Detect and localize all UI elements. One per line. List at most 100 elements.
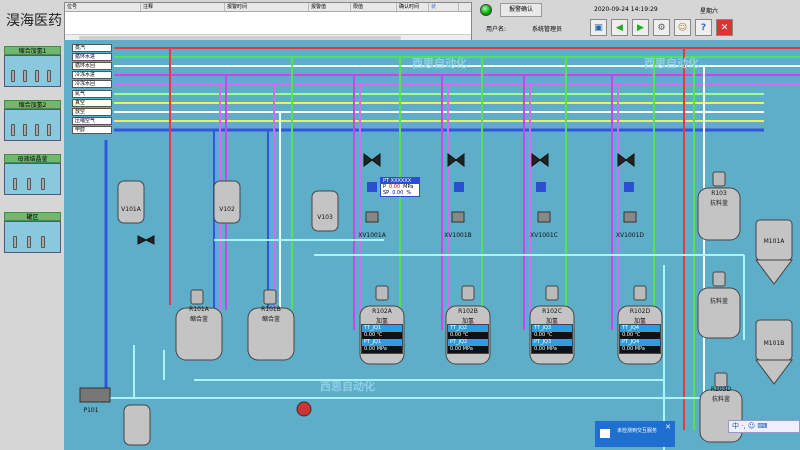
pipe-label-steam: 蒸汽	[72, 44, 112, 52]
panel-t-unit: ℃	[462, 332, 469, 338]
forward-icon[interactable]: ▶	[632, 19, 649, 36]
pt-p-label: P	[383, 184, 387, 190]
user-icon[interactable]: ☺	[674, 19, 691, 36]
alarm-col-status[interactable]: 状	[429, 3, 459, 11]
label-v102: V102	[219, 206, 235, 213]
pipe-label-cooling-in: 循环水进	[72, 53, 112, 61]
user-label: 用户名:	[486, 26, 507, 33]
label-xv1001b: XV1001B	[444, 232, 472, 239]
notification-close-icon[interactable]: ✕	[665, 423, 671, 431]
panel-pt-tag: PT_JQ4	[620, 339, 660, 346]
user-name: 系统管理员	[532, 26, 563, 33]
alarm-col-alarm-time[interactable]: 报警时间	[225, 3, 309, 11]
panel-t-unit: ℃	[634, 332, 641, 338]
close-icon[interactable]: ✕	[716, 19, 733, 36]
watermark-text: 西思自动化	[644, 57, 699, 70]
sidebar-item-tank-area[interactable]: 罐区	[4, 212, 61, 253]
pt-p-unit: MPa	[403, 184, 414, 190]
sidebar-thumbnail	[4, 55, 61, 87]
alarm-col-limit[interactable]: 限值	[351, 3, 397, 11]
sidebar-thumbnail	[4, 109, 61, 141]
alarm-col-ack-time[interactable]: 确认时间	[397, 3, 429, 11]
ime-toolbar[interactable]: 中 ·, ☺ ⌨	[728, 420, 800, 433]
app-title: 淏海医药	[6, 13, 62, 29]
sidebar-item-label: 缩合加氢1	[4, 46, 61, 55]
process-canvas: 蒸汽 循环水进 循环水回 冷冻水进 冷冻水回 氮气 真空 放空 压缩空气 甲醇 …	[64, 40, 800, 450]
sidebar-item-label: 缩合加氢2	[4, 100, 61, 109]
panel-pt-tag: PT_JQ2	[448, 339, 488, 346]
reactor-panel-3[interactable]: TT_JQ3 0.00 ℃ PT_JQ3 0.00 MPa	[531, 324, 573, 354]
reactor-panel-2[interactable]: TT_JQ2 0.00 ℃ PT_JQ2 0.00 MPa	[447, 324, 489, 354]
reactor-panel-4[interactable]: TT_JQ4 0.00 ℃ PT_JQ4 0.00 MPa	[619, 324, 661, 354]
vessel-v102	[213, 180, 241, 224]
panel-p-value: 0.00	[364, 346, 376, 352]
monitor-icon[interactable]: ▣	[590, 19, 607, 36]
pipe-label-air: 压缩空气	[72, 117, 112, 125]
label-p101: P101	[83, 407, 99, 414]
back-icon[interactable]: ◀	[611, 19, 628, 36]
label-m101a: M101A	[763, 238, 785, 245]
reactor-r103	[697, 187, 741, 241]
notification-icon	[600, 429, 610, 438]
pipe-label-nitrogen: 氮气	[72, 90, 112, 98]
settings-icon[interactable]: ⚙	[653, 19, 670, 36]
panel-t-unit: ℃	[546, 332, 553, 338]
piping-diagram	[79, 47, 800, 450]
panel-p-unit: MPa	[376, 346, 387, 352]
pt-sp-value: 0.00	[392, 190, 404, 196]
alarm-col-tag[interactable]: 位号	[65, 3, 141, 11]
pt-tag: PT XXXXXX	[381, 178, 419, 184]
panel-p-unit: MPa	[634, 346, 645, 352]
pipe-label-chilled-in: 冷冻水进	[72, 71, 112, 79]
sidebar-item-condensation-1[interactable]: 缩合加氢1	[4, 46, 61, 87]
panel-t-value: 0.00	[450, 332, 462, 338]
label-r101a-tag: R101A	[189, 306, 209, 313]
label-r102c-name: 加氢	[545, 318, 558, 325]
status-led	[480, 4, 492, 16]
weekday: 星期六	[700, 8, 719, 15]
notification-toast[interactable]: 未检测到交互服务 ✕	[595, 421, 675, 447]
panel-tt-tag: TT_JQ3	[532, 325, 572, 332]
pipe-label-cooling-return: 循环水回	[72, 62, 112, 70]
pt-faceplate[interactable]: PT XXXXXX P 0.00 MPa SP 0.00 %	[380, 177, 420, 197]
notification-text: 未检测到交互服务	[617, 428, 658, 434]
panel-t-unit: ℃	[376, 332, 383, 338]
label-r102d-name: 加氢	[633, 318, 646, 325]
panel-pt-tag: PT_JQ1	[362, 339, 402, 346]
alarm-ack-button[interactable]: 报警确认	[500, 3, 542, 17]
label-xv1001a: XV1001A	[358, 232, 386, 239]
datetime: 2020-09-24 14:19:29	[594, 6, 658, 13]
label-v101a: V101A	[121, 206, 141, 213]
sidebar-item-crystallizer[interactable]: 母液结晶釜	[4, 154, 61, 195]
pt-sp-unit: %	[406, 190, 412, 196]
reactor-r101b	[247, 307, 295, 361]
panel-p-unit: MPa	[546, 346, 557, 352]
panel-tt-tag: TT_JQ1	[362, 325, 402, 332]
reactor-panel-1[interactable]: TT_JQ1 0.00 ℃ PT_JQ1 0.00 MPa	[361, 324, 403, 354]
label-xv1001c: XV1001C	[530, 232, 558, 239]
alarm-col-comment[interactable]: 注释	[141, 3, 225, 11]
label-m101b: M101B	[763, 340, 785, 347]
sidebar-item-condensation-2[interactable]: 缩合加氢2	[4, 100, 61, 141]
alarm-table[interactable]: 位号 注释 报警时间 报警值 限值 确认时间 状	[64, 2, 472, 42]
label-xv1001d: XV1001D	[615, 232, 645, 239]
label-r103-name: 抗料釜	[709, 200, 728, 207]
panel-pt-tag: PT_JQ3	[532, 339, 572, 346]
pump-red	[296, 401, 312, 417]
label-r104-name: 抗料釜	[709, 298, 728, 305]
label-r102d-tag: R102D	[629, 308, 651, 315]
label-r102c-tag: R102C	[542, 308, 562, 315]
panel-tt-tag: TT_JQ2	[448, 325, 488, 332]
alarm-col-alarm-value[interactable]: 报警值	[309, 3, 351, 11]
alarm-table-scrollbar[interactable]	[65, 34, 471, 41]
pt-sp-label: SP	[383, 190, 390, 196]
pt-p-value: 0.00	[389, 184, 401, 190]
vessel-bottom-tank	[123, 404, 151, 446]
pipe-label-vacuum: 真空	[72, 99, 112, 107]
panel-t-value: 0.00	[534, 332, 546, 338]
label-r102a-name: 加氢	[375, 318, 388, 325]
watermark-text: 西思自动化	[320, 380, 375, 393]
top-bar: 淏海医药 位号 注释 报警时间 报警值 限值 确认时间 状 报警确认 2020-…	[0, 0, 800, 42]
help-icon[interactable]: ?	[695, 19, 712, 36]
pipe-label-chilled-return: 冷冻水回	[72, 80, 112, 88]
